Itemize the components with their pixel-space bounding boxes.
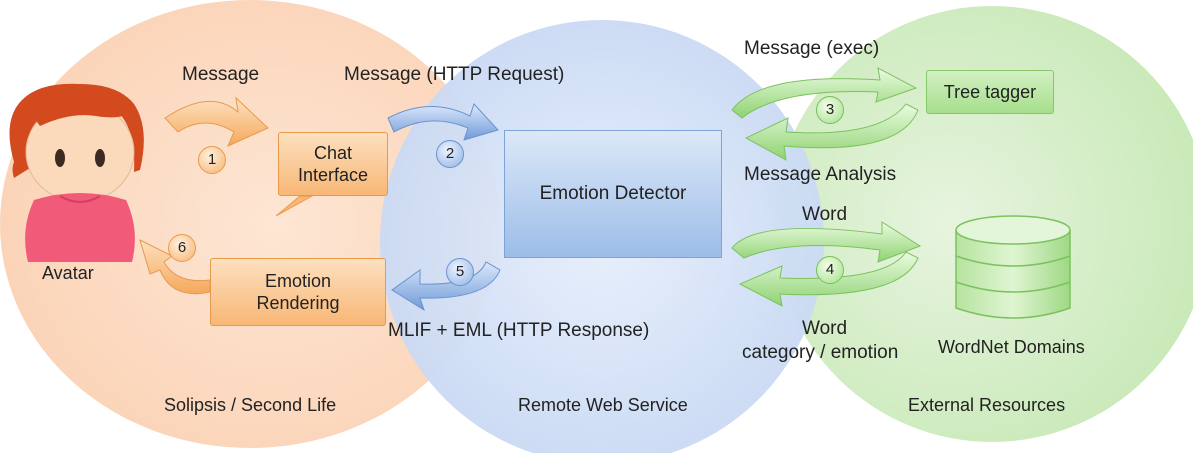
arrow-http-request: [387, 103, 499, 141]
wordnet-domains-label: WordNet Domains: [938, 337, 1085, 357]
chat-bubble-tail: [275, 195, 314, 217]
step-2-marker: 2: [436, 140, 464, 168]
label-message-exec: Message (exec): [744, 38, 880, 59]
region-label-solipsis: Solipsis / Second Life: [164, 395, 337, 415]
label-http-response: MLIF + EML (HTTP Response): [388, 320, 650, 341]
emotion-detector-box: Emotion Detector: [504, 130, 722, 258]
emotion-rendering-line2: Rendering: [256, 293, 340, 313]
chat-interface-line1: Chat: [313, 143, 353, 163]
region-label-external: External Resources: [908, 395, 1066, 415]
emotion-rendering-box: Emotion Rendering: [210, 258, 386, 326]
arrow-message-out: [164, 96, 269, 147]
arrow-word: [731, 221, 922, 263]
step-3-marker: 3: [816, 96, 844, 124]
step-6-marker: 6: [168, 234, 196, 262]
label-word-returned: Word: [802, 318, 848, 339]
label-message-analysis: Message Analysis: [744, 164, 897, 185]
step-5-marker: 5: [446, 258, 474, 286]
emotion-rendering-line1: Emotion: [264, 271, 332, 291]
arrow-render-back: [139, 239, 211, 295]
database-icon: [955, 215, 1071, 319]
label-http-request: Message (HTTP Request): [344, 64, 565, 85]
label-message: Message: [182, 64, 260, 85]
avatar-icon: [9, 83, 144, 262]
label-avatar: Avatar: [42, 263, 94, 283]
tree-tagger-box: Tree tagger: [926, 70, 1054, 114]
label-word: Word: [802, 204, 848, 225]
label-category-emotion: category / emotion: [742, 342, 899, 363]
arrow-http-response: [391, 261, 501, 312]
chat-interface-line2: Interface: [297, 165, 369, 185]
step-4-marker: 4: [816, 256, 844, 284]
arrow-analysis: [744, 103, 919, 161]
arrow-exec: [731, 67, 918, 119]
region-label-web-service: Remote Web Service: [518, 395, 688, 415]
chat-interface-box: Chat Interface: [278, 132, 388, 196]
step-1-marker: 1: [198, 146, 226, 174]
